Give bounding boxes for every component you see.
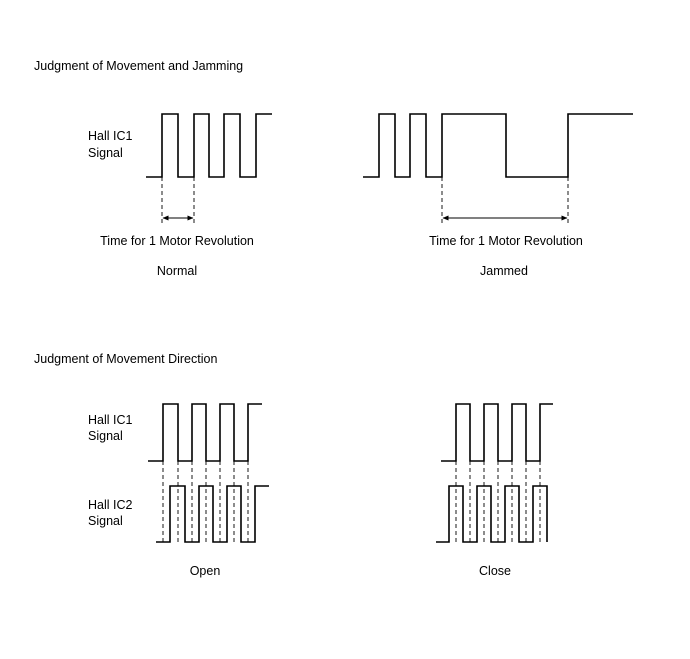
open-phase-dash-lines: [162, 461, 249, 543]
section-title-movement-jamming: Judgment of Movement and Jamming: [34, 59, 244, 73]
close-hall-ic1-waveform: [441, 403, 553, 462]
jammed-caption: Jammed: [480, 264, 528, 278]
direction-hall-ic2-label-line1: Hall IC2: [88, 498, 133, 512]
normal-caption: Normal: [156, 264, 198, 278]
direction-hall-ic1-label-line1: Hall IC1: [88, 413, 133, 427]
open-hall-ic1-waveform: [148, 403, 262, 462]
normal-hall-ic1-waveform: [146, 113, 272, 178]
open-hall-ic2-waveform: [156, 485, 269, 543]
close-caption: Close: [479, 564, 511, 578]
direction-hall-ic1-label-line2: Signal: [88, 429, 123, 443]
section-title-movement-direction: Judgment of Movement Direction: [34, 352, 218, 366]
jammed-hall-ic1-waveform: [363, 113, 633, 178]
normal-hall-ic1-label-line1: Hall IC1: [88, 129, 133, 143]
normal-dimension-label: Time for 1 Motor Revolution: [100, 234, 254, 248]
jammed-dimension-label: Time for 1 Motor Revolution: [429, 234, 583, 248]
normal-hall-ic1-label-line2: Signal: [88, 146, 123, 160]
direction-hall-ic2-label-line2: Signal: [88, 514, 123, 528]
close-hall-ic2-waveform: [436, 485, 548, 543]
close-phase-dash-lines: [455, 461, 541, 543]
open-caption: Open: [189, 564, 221, 578]
